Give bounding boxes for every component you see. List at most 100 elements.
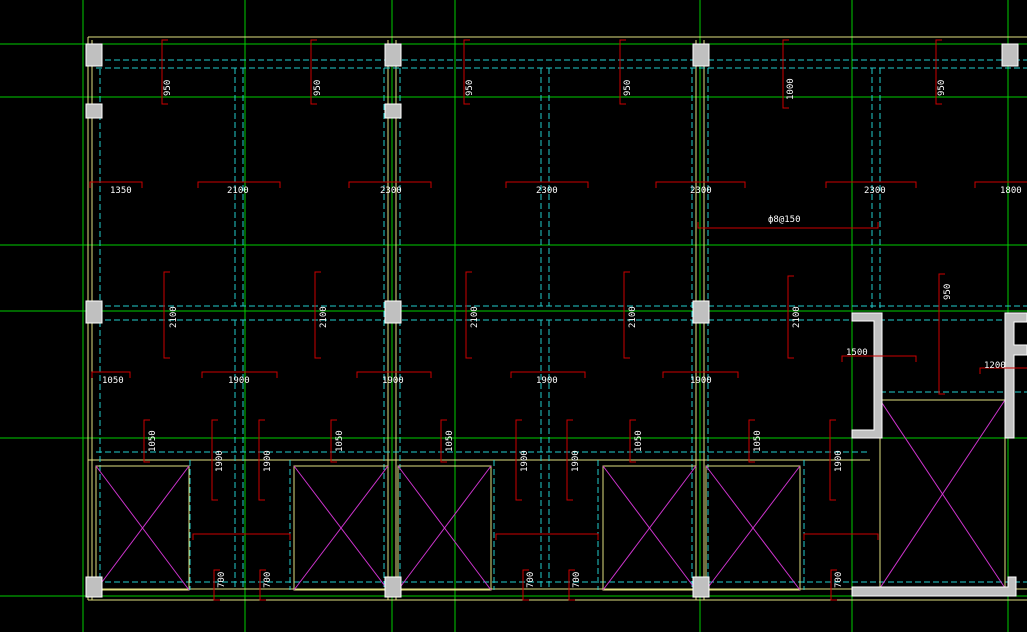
rebar-bracket bbox=[522, 569, 529, 601]
rebar-bracket bbox=[829, 419, 836, 501]
rebar-bracket bbox=[211, 419, 218, 501]
rebar-bracket bbox=[348, 181, 432, 188]
dimension-label: 1050 bbox=[102, 376, 124, 386]
dimension-label: 2100 bbox=[169, 306, 179, 328]
rebar-bracket bbox=[495, 533, 599, 540]
rebar-bracket bbox=[515, 419, 522, 501]
rebar-bracket bbox=[197, 181, 281, 188]
columns bbox=[85, 43, 1019, 598]
dimension-label: 1900 bbox=[520, 450, 530, 472]
rebar-bracket bbox=[782, 39, 789, 109]
rebar-bracket bbox=[310, 39, 317, 105]
rebar-bracket bbox=[662, 371, 739, 378]
shaft-opening bbox=[705, 465, 801, 591]
dimension-label: 700 bbox=[217, 572, 227, 588]
shaft-opening bbox=[602, 465, 697, 591]
column bbox=[85, 43, 103, 67]
rebar-bracket bbox=[655, 181, 746, 188]
rebar-bracket bbox=[259, 569, 266, 601]
dimension-label: 2100 bbox=[792, 306, 802, 328]
dimension-label: 1050 bbox=[335, 430, 345, 452]
rebar-bracket bbox=[697, 222, 879, 229]
rebar-bracket bbox=[974, 181, 1027, 188]
rebar-bracket bbox=[787, 275, 794, 359]
dimension-label: 950 bbox=[465, 80, 475, 96]
hidden-beams bbox=[96, 59, 1027, 590]
dimension-label: 2300 bbox=[690, 186, 712, 196]
dimension-label: 1050 bbox=[753, 430, 763, 452]
dimension-label: 950 bbox=[623, 80, 633, 96]
dimension-label: 2100 bbox=[227, 186, 249, 196]
shaft-openings bbox=[95, 399, 1006, 591]
dimension-label: 2300 bbox=[864, 186, 886, 196]
rebar-bracket bbox=[935, 39, 942, 105]
dimension-label: 2100 bbox=[470, 306, 480, 328]
column bbox=[85, 576, 103, 598]
dimension-label: 1900 bbox=[834, 450, 844, 472]
rebar-spec-label: ф8@150 bbox=[768, 215, 801, 225]
rebar-bracket bbox=[568, 569, 575, 601]
column bbox=[85, 300, 103, 324]
rebar-bracket bbox=[440, 419, 447, 463]
column bbox=[692, 576, 710, 598]
shear-walls bbox=[851, 312, 1027, 597]
dimension-label: 950 bbox=[937, 80, 947, 96]
dimension-label: 1900 bbox=[690, 376, 712, 386]
rebar-bracket bbox=[91, 371, 131, 378]
dimension-label: 950 bbox=[163, 80, 173, 96]
dimension-label: 1050 bbox=[634, 430, 644, 452]
rebar-bracket bbox=[463, 39, 470, 105]
shear-wall bbox=[851, 576, 1017, 597]
rebar-bracket bbox=[505, 181, 589, 188]
dimension-label: 700 bbox=[834, 572, 844, 588]
dimension-label: 1900 bbox=[382, 376, 404, 386]
dimension-label: 2300 bbox=[536, 186, 558, 196]
dimension-label: 700 bbox=[526, 572, 536, 588]
rebar-bracket bbox=[258, 419, 265, 501]
dimension-label: 1500 bbox=[846, 348, 868, 358]
dimension-label: 700 bbox=[263, 572, 273, 588]
rebar-bracket bbox=[619, 39, 626, 105]
dimension-label: 1050 bbox=[445, 430, 455, 452]
dimension-label: 1900 bbox=[215, 450, 225, 472]
column bbox=[1001, 43, 1019, 67]
rebar-bracket bbox=[510, 371, 586, 378]
rebar-bracket bbox=[143, 419, 150, 463]
shear-wall bbox=[1004, 312, 1027, 439]
rebar-bracket bbox=[192, 533, 291, 540]
rebar-bracket bbox=[623, 271, 630, 359]
column bbox=[692, 300, 710, 324]
rebar-bracket bbox=[330, 419, 337, 463]
dimension-label: 2100 bbox=[628, 306, 638, 328]
rebar-bracket bbox=[748, 419, 755, 463]
rebar-bracket bbox=[938, 273, 945, 395]
rebar-bracket bbox=[830, 569, 837, 601]
column bbox=[384, 300, 402, 324]
dimension-label: 1900 bbox=[571, 450, 581, 472]
dimension-label: 1800 bbox=[1000, 186, 1022, 196]
rebar-bracket bbox=[825, 181, 917, 188]
dimension-label: 950 bbox=[943, 284, 953, 300]
shaft-opening bbox=[293, 465, 389, 591]
dimension-label: 1900 bbox=[263, 450, 273, 472]
column bbox=[384, 576, 402, 598]
column bbox=[384, 43, 402, 67]
vertical-dimension-labels: 950 950 950 950 1000 950 2100 2100 2100 … bbox=[148, 78, 953, 588]
rebar-bracket bbox=[213, 569, 220, 601]
dimension-label: 700 bbox=[572, 572, 582, 588]
rebar-bracket bbox=[803, 533, 879, 540]
column bbox=[384, 103, 402, 119]
dimension-label: 950 bbox=[313, 80, 323, 96]
dimension-label: 1000 bbox=[786, 78, 796, 100]
rebar-bracket bbox=[161, 39, 168, 105]
rebar-bracket bbox=[465, 271, 472, 359]
rebar-bracket bbox=[629, 419, 636, 463]
column bbox=[692, 43, 710, 67]
dimension-label: 1900 bbox=[536, 376, 558, 386]
dimension-label: 2100 bbox=[319, 306, 329, 328]
rebar-bracket bbox=[356, 371, 432, 378]
rebar-bracket bbox=[163, 271, 170, 359]
dimension-label: 1200 bbox=[984, 361, 1006, 371]
